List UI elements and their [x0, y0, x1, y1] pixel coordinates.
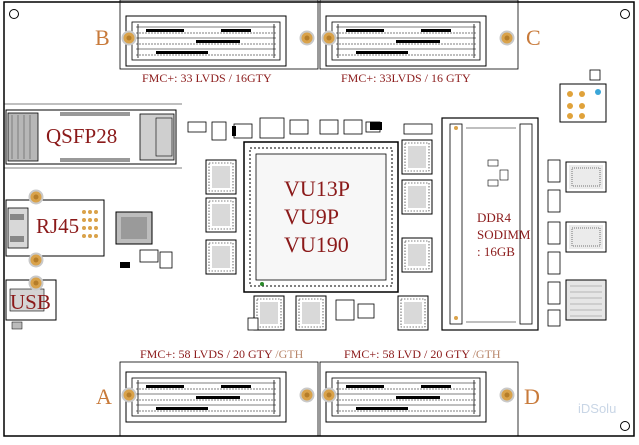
- connector-c-letter: C: [526, 25, 541, 50]
- connector-d-label-main: FMC+: 58 LVD / 20 GTY: [344, 347, 470, 361]
- sodimm-label: SODIMM: [477, 227, 531, 242]
- connector-a-letter: A: [96, 384, 112, 409]
- fpga-part-3: VU190: [284, 232, 349, 257]
- rj45-label: RJ45: [36, 214, 80, 238]
- connector-a-label-suffix: /GTH: [275, 347, 304, 361]
- connector-a-label-main: FMC+: 58 LVDS / 20 GTY: [140, 347, 273, 361]
- ddr4-label: DDR4: [477, 210, 511, 225]
- connector-d-letter: D: [524, 384, 540, 409]
- fpga-part-1: VU13P: [284, 176, 351, 201]
- connector-d-label-suffix: /GTH: [472, 347, 501, 361]
- fpga-part-2: VU9P: [284, 204, 340, 229]
- watermark: iDSolu: [578, 401, 617, 416]
- qsfp28-label: QSFP28: [46, 124, 118, 148]
- connector-b-letter: B: [95, 25, 110, 50]
- connector-a-label: FMC+: 58 LVDS / 20 GTY /GTH: [140, 348, 303, 360]
- capacity-label: : 16GB: [477, 244, 515, 259]
- connector-b-label: FMC+: 33 LVDS / 16GTY: [142, 71, 272, 85]
- usb-label: USB: [10, 290, 51, 314]
- connector-d-label: FMC+: 58 LVD / 20 GTY /GTH: [344, 348, 501, 360]
- connector-c-label: FMC+: 33LVDS / 16 GTY: [341, 71, 471, 85]
